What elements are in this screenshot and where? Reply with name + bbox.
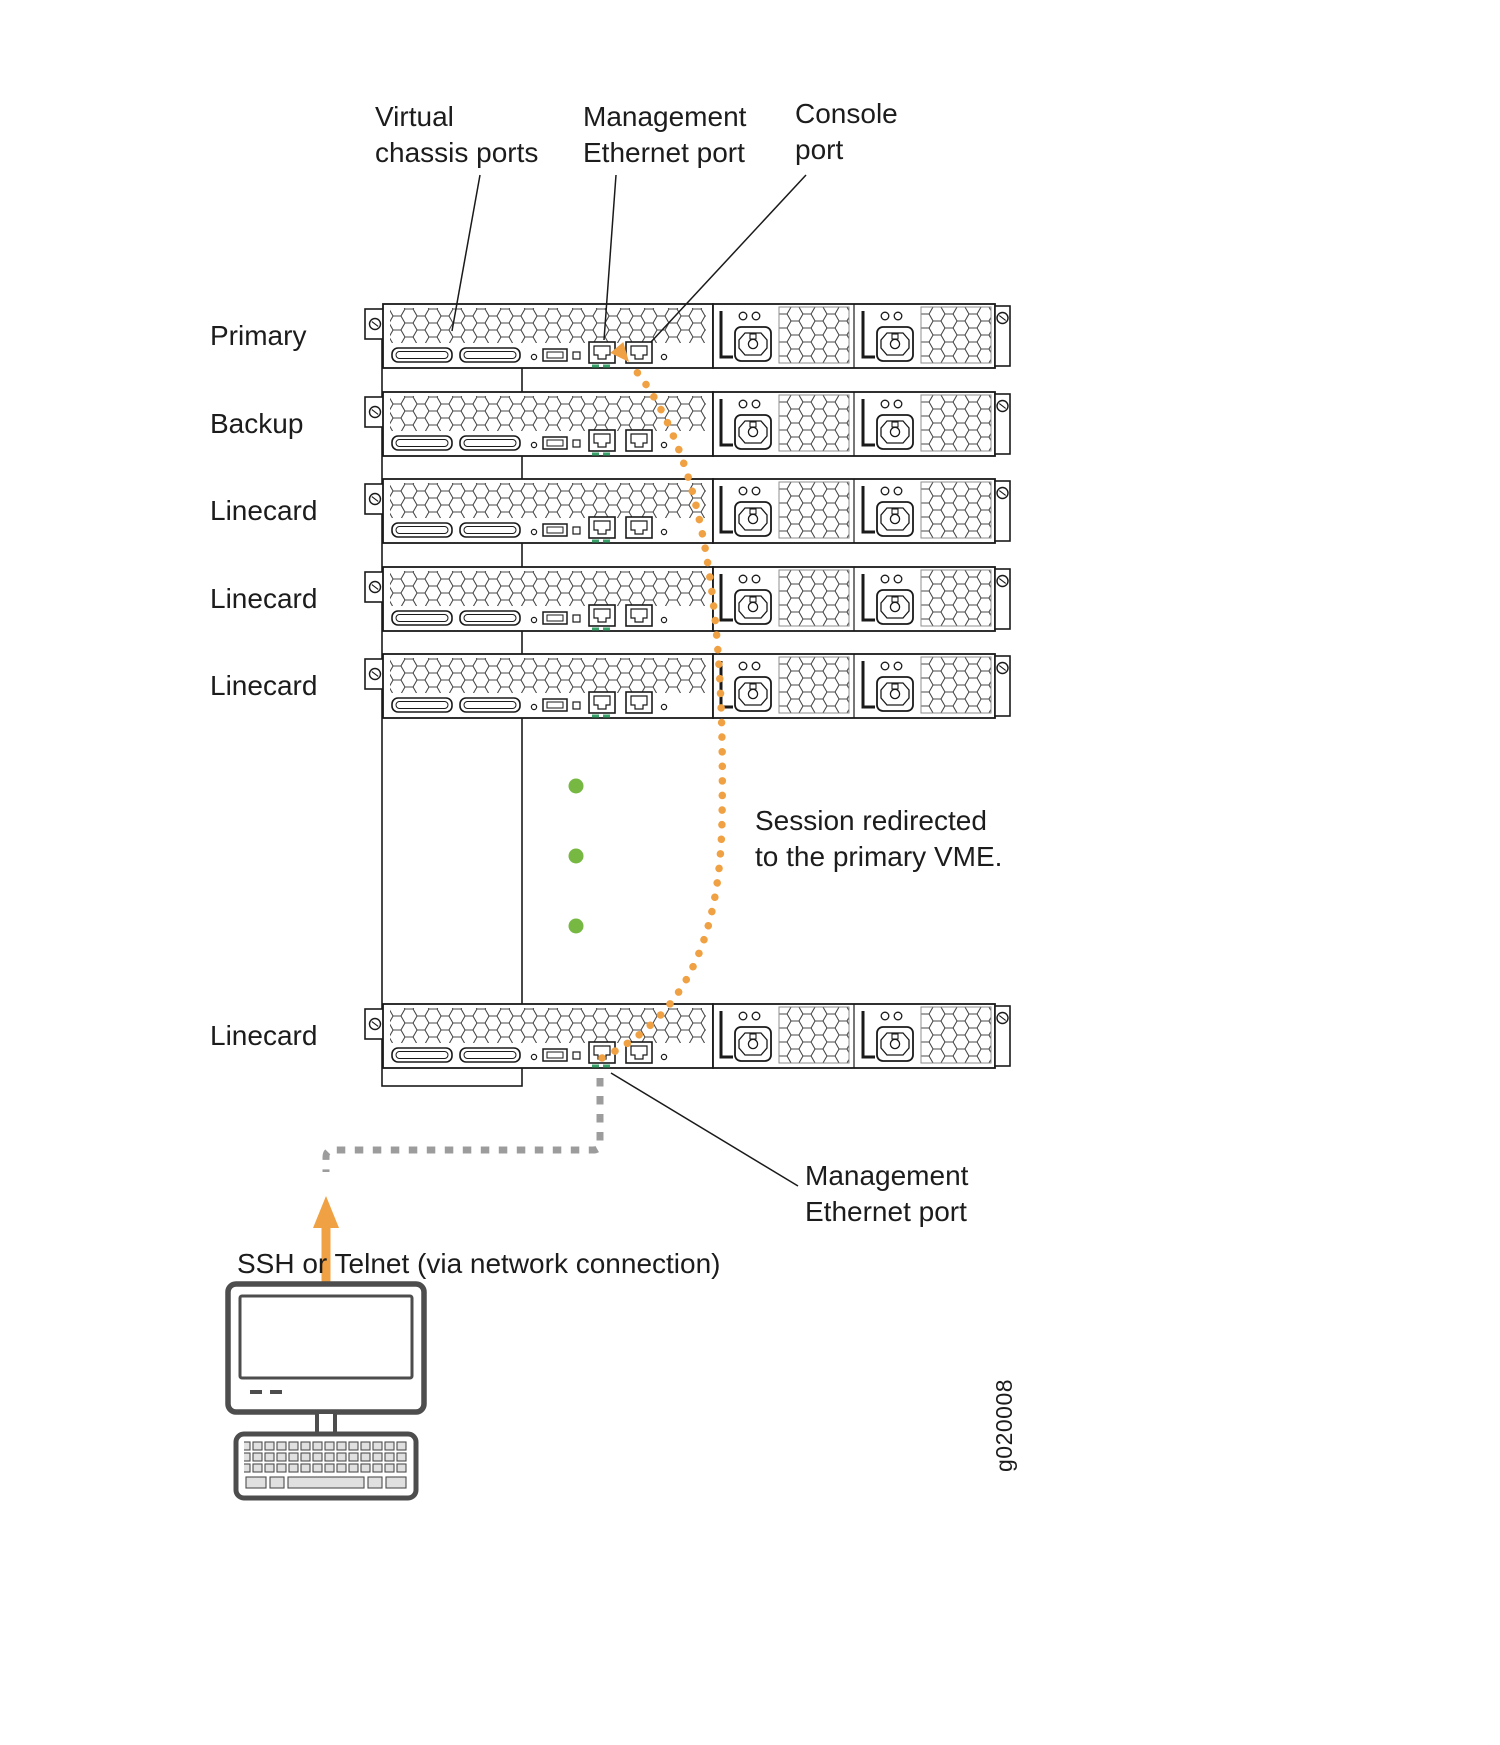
chassis-label-linecard-1: Linecard (210, 495, 318, 526)
callout-console-port: Console port (795, 98, 898, 165)
continuation-dot (568, 918, 584, 934)
chassis-label-linecard-3: Linecard (210, 670, 318, 701)
chassis-label-linecard-2: Linecard (210, 583, 318, 614)
chassis-linecard-last (365, 1004, 1010, 1068)
ssh-telnet-label: SSH or Telnet (via network connection) (237, 1248, 721, 1279)
keyboard-icon (233, 1431, 419, 1501)
stack-continuation-dots (568, 778, 584, 934)
spacebar-key (287, 1476, 365, 1489)
chassis-primary (365, 304, 1010, 368)
chassis-label-linecard-last: Linecard (210, 1020, 318, 1051)
leader-console-port (650, 174, 807, 343)
continuation-dot (568, 848, 584, 864)
callout-leader-lines (451, 174, 807, 1187)
monitor-icon (225, 1281, 427, 1436)
ssh-arrowhead (313, 1196, 339, 1228)
session-redirect-path (598, 362, 727, 1062)
network-connection-line (322, 1078, 604, 1172)
chassis-linecard-3 (365, 654, 1010, 718)
chassis-linecard-2 (365, 567, 1010, 631)
callout-management-ethernet-bottom: Management Ethernet port (805, 1160, 969, 1227)
chassis-backup (365, 392, 1010, 456)
leader-virtual-chassis-ports (451, 174, 481, 332)
chassis-label-primary: Primary (210, 320, 307, 351)
callout-virtual-chassis-ports: Virtual chassis ports (375, 101, 539, 168)
leader-management-ethernet-top (603, 174, 617, 341)
leader-management-ethernet-bottom (610, 1072, 799, 1187)
chassis-label-backup: Backup (210, 408, 304, 439)
session-redirect-note: Session redirected to the primary VME. (755, 805, 1003, 872)
continuation-dot (568, 778, 584, 794)
computer-icon (225, 1281, 427, 1501)
figure-id: g020008 (991, 1378, 1017, 1472)
chassis-linecard-1 (365, 479, 1010, 543)
callout-management-ethernet-top: Management Ethernet port (583, 101, 747, 168)
session-redirect-arrowhead (610, 341, 629, 362)
